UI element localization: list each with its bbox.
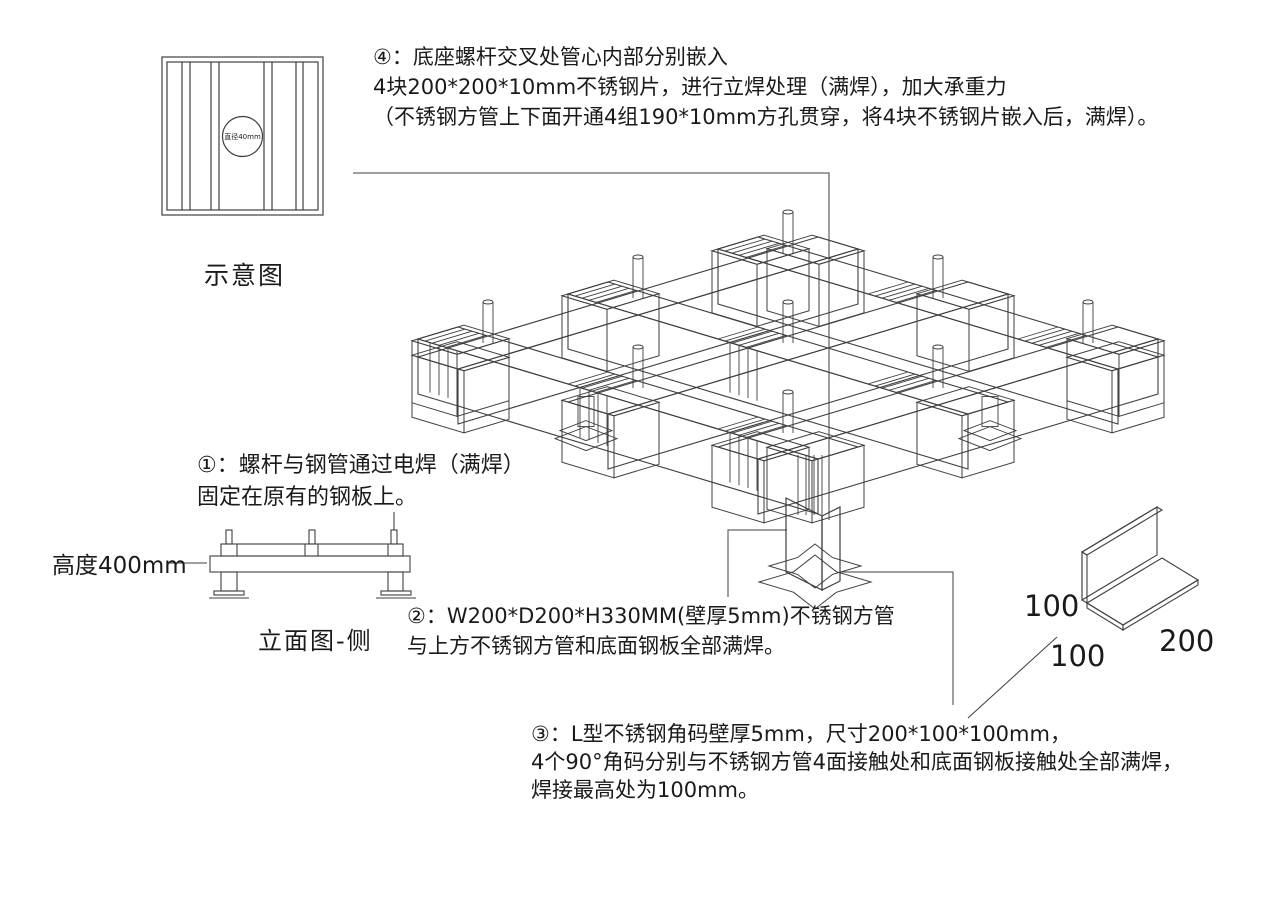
bracket-dim-depth: 100 bbox=[1050, 639, 1106, 673]
l-bracket-drawing bbox=[1080, 506, 1200, 631]
note-4: ④：底座螺杆交叉处管心内部分别嵌入 4块200*200*10mm不锈钢片，进行立… bbox=[373, 42, 1158, 132]
note-3-line: 焊接最高处为100mm。 bbox=[531, 778, 759, 802]
note2-leader-line bbox=[727, 529, 787, 597]
bracket-dim-height: 100 bbox=[1024, 589, 1080, 623]
note3-leader-line bbox=[840, 571, 954, 705]
note-4-line: 4块200*200*10mm不锈钢片，进行立焊处理（满焊），加大承重力 bbox=[373, 75, 1007, 99]
note-2-line: ②：W200*D200*H330MM(壁厚5mm)不锈钢方管 bbox=[407, 604, 895, 628]
note-2-line: 与上方不锈钢方管和底面钢板全部满焊。 bbox=[407, 634, 785, 658]
note-3: ③：L型不锈钢角码壁厚5mm，尺寸200*100*100mm， 4个90°角码分… bbox=[531, 720, 1183, 804]
bracket-dim-length: 200 bbox=[1159, 624, 1215, 658]
side-elevation-drawing bbox=[168, 512, 416, 599]
isometric-frame-drawing bbox=[410, 209, 1166, 610]
pipe-diameter-label: 直径40mm bbox=[224, 133, 261, 141]
note-4-line: ④：底座螺杆交叉处管心内部分别嵌入 bbox=[373, 45, 728, 69]
note-1-line: ①：螺杆与钢管通过电焊（满焊） bbox=[197, 453, 525, 478]
note-3-line: ③：L型不锈钢角码壁厚5mm，尺寸200*100*100mm， bbox=[531, 722, 1071, 746]
note4-leader-line bbox=[353, 172, 830, 520]
elevation-label: 立面图-侧 bbox=[258, 627, 373, 655]
note-1-line: 固定在原有的钢板上。 bbox=[197, 485, 418, 510]
note-4-line: （不锈钢方管上下面开通4组190*10mm方孔贯穿，将4块不锈钢片嵌入后，满焊）… bbox=[373, 105, 1159, 129]
pipe-circle bbox=[221, 115, 264, 158]
schematic-label: 示意图 bbox=[204, 261, 286, 290]
note-3-line: 4个90°角码分别与不锈钢方管4面接触处和底面钢板接触处全部满焊， bbox=[531, 750, 1183, 774]
callout-lines bbox=[353, 172, 1058, 719]
bracket-leader-line bbox=[967, 636, 1058, 719]
height-dimension-label: 高度400mm bbox=[52, 553, 187, 579]
schematic-plan-drawing bbox=[161, 56, 324, 216]
note-2: ②：W200*D200*H330MM(壁厚5mm)不锈钢方管 与上方不锈钢方管和… bbox=[407, 601, 895, 661]
note-1: ①：螺杆与钢管通过电焊（满焊） 固定在原有的钢板上。 bbox=[197, 450, 525, 514]
